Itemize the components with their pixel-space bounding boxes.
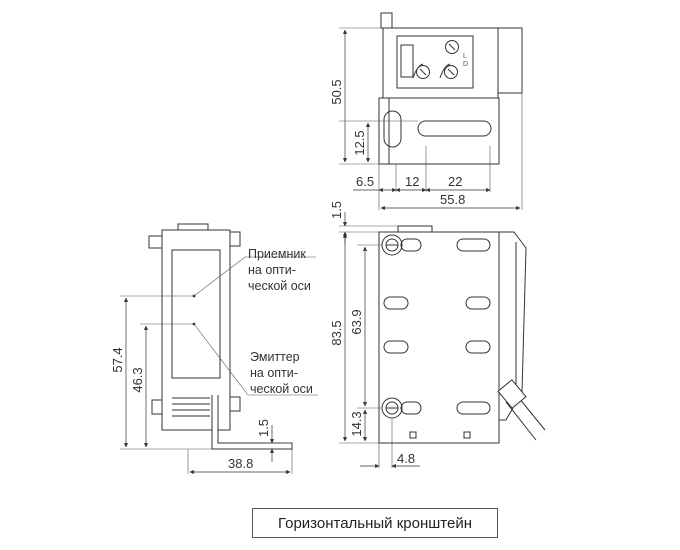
top-housing-cap — [497, 27, 523, 94]
dim-side-bracket-thickness: 1.5 — [256, 419, 271, 437]
side-lens-window — [171, 249, 221, 379]
top-connector-pin — [380, 12, 393, 29]
dim-front-height: 83.5 — [329, 320, 344, 345]
front-slot-mid-right-1 — [465, 296, 491, 310]
indicator-window — [400, 44, 414, 78]
dim-front-hole-pitch: 63.9 — [349, 309, 364, 334]
caption: Горизонтальный кронштейн — [252, 508, 498, 538]
front-slot-top-right — [456, 238, 491, 252]
cable-gland — [497, 379, 527, 409]
side-housing-body — [161, 229, 231, 431]
dim-side-receiver-height: 57.4 — [110, 347, 125, 372]
top-view-dimensions — [342, 29, 521, 211]
dim-front-top-gap: 1.5 — [329, 201, 344, 219]
dim-top-offset-left: 6.5 — [356, 174, 374, 189]
sensitivity-knob-icon — [445, 40, 459, 54]
panel-mark-l: L — [463, 53, 467, 60]
front-view-dimensions — [342, 212, 420, 469]
dim-top-slot-height: 12.5 — [352, 130, 367, 155]
front-view — [378, 225, 546, 444]
dim-top-slot-pitch: 12 — [405, 174, 419, 189]
dim-top-width: 55.8 — [440, 192, 465, 207]
dim-top-slot-length: 22 — [448, 174, 462, 189]
top-bracket-plate — [378, 97, 500, 165]
dim-side-emitter-height: 46.3 — [130, 367, 145, 392]
top-bracket-lip — [378, 97, 390, 165]
front-slot-mid-left-2 — [383, 340, 409, 354]
front-slot-mid-right-2 — [465, 340, 491, 354]
top-view — [378, 12, 523, 165]
receiver-label-line1: Приемник — [248, 247, 306, 261]
dim-front-offset: 4.8 — [397, 451, 415, 466]
dim-front-bottom-hole: 14.3 — [349, 411, 364, 436]
emitter-label-line2: на опти- — [250, 366, 298, 380]
dim-top-height: 50.5 — [329, 79, 344, 104]
mode-knob-right-icon — [444, 65, 458, 79]
emitter-label-line3: ческой оси — [250, 382, 313, 396]
side-l-bracket — [211, 395, 293, 450]
top-bracket-horizontal-slot — [417, 120, 492, 137]
control-panel — [396, 35, 474, 89]
mode-knob-left-icon — [416, 65, 430, 79]
panel-mark-d: D — [463, 61, 468, 68]
receiver-label-line2: на опти- — [248, 263, 296, 277]
receiver-label-line3: ческой оси — [248, 279, 311, 293]
side-view-dimensions — [123, 297, 291, 475]
side-view — [148, 223, 293, 450]
dim-side-depth: 38.8 — [228, 456, 253, 471]
front-slot-bottom-right — [456, 401, 491, 415]
front-housing-outline — [498, 231, 527, 421]
emitter-label-line1: Эмиттер — [250, 350, 300, 364]
top-bracket-vertical-slot — [383, 110, 402, 148]
front-slot-mid-left-1 — [383, 296, 409, 310]
